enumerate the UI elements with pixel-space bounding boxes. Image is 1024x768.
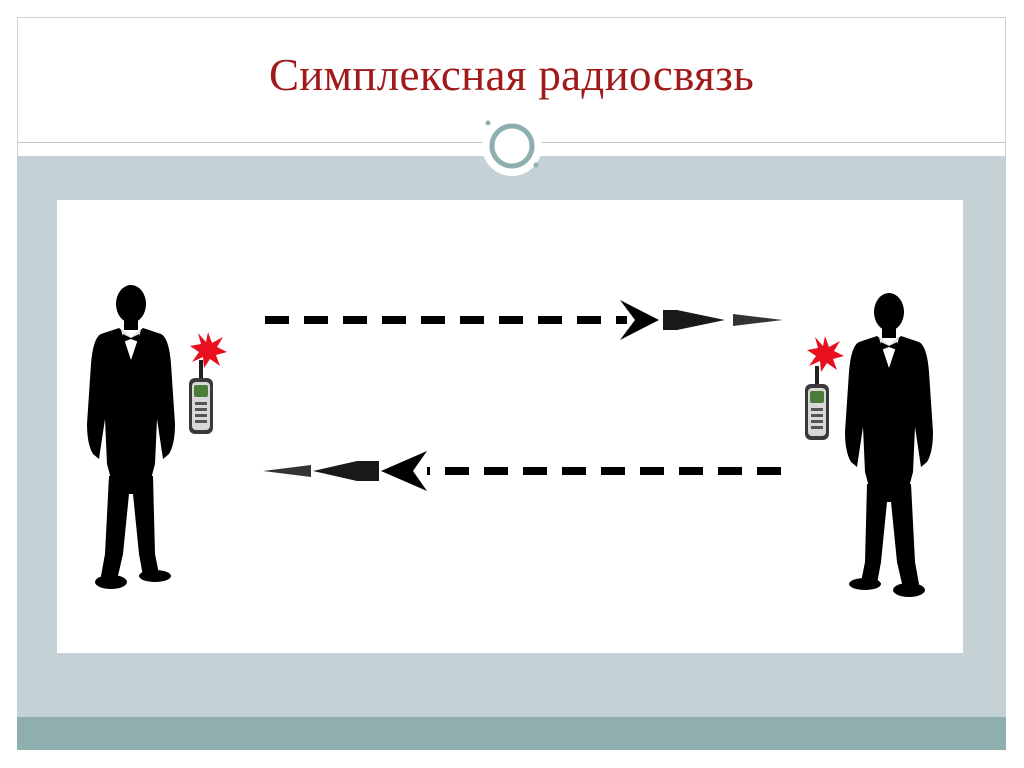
circle-ornament-icon [482, 116, 542, 176]
diagram-panel [57, 200, 963, 653]
diagram-canvas [87, 285, 933, 597]
left-person-silhouette-icon [87, 285, 175, 589]
left-walkie-talkie-icon [189, 360, 213, 434]
slide-title: Симплексная радиосвязь [268, 49, 755, 100]
arrow-left-to-right [265, 300, 783, 340]
left-red-burst-icon [190, 332, 227, 368]
title-area: Симплексная радиосвязь [17, 17, 1006, 142]
right-red-burst-icon [807, 336, 844, 372]
right-person-silhouette-icon [845, 293, 933, 597]
arrow-right-to-left [263, 451, 781, 491]
footer-band [17, 717, 1006, 750]
right-walkie-talkie-icon [805, 366, 829, 440]
